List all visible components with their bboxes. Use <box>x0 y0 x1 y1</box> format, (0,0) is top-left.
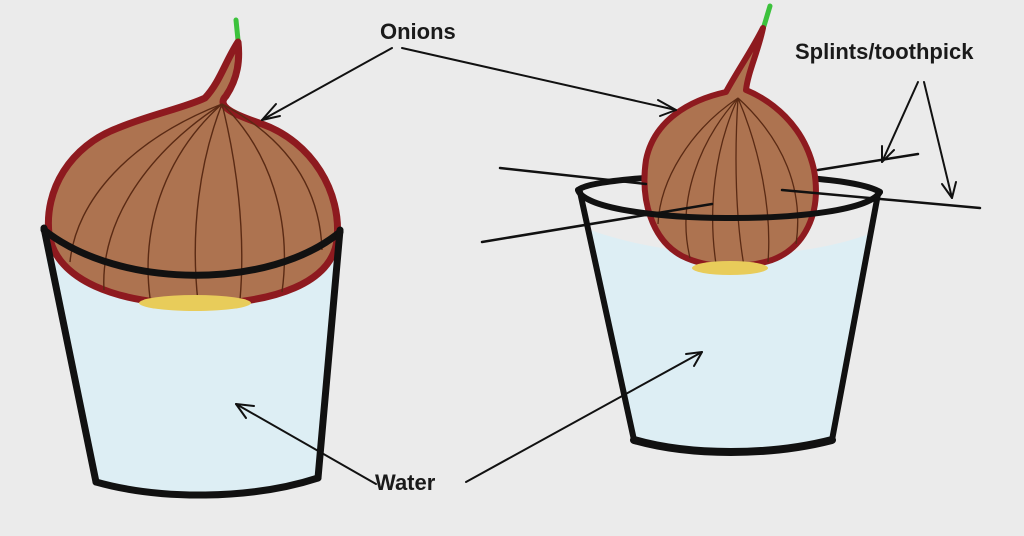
arrow-onions-left <box>261 47 393 121</box>
arrow-splints-2 <box>923 81 953 199</box>
left-onion-roots <box>139 295 251 311</box>
arrow-splints-1 <box>881 81 919 163</box>
splint-right <box>780 188 982 210</box>
right-onion-veins <box>657 97 799 267</box>
right-cup-left-wall <box>577 189 637 443</box>
right-water <box>590 230 874 449</box>
annotation-arrows <box>235 47 957 485</box>
splint-lower-left <box>480 202 714 244</box>
left-cup-rim <box>40 226 344 279</box>
right-cup <box>575 187 883 456</box>
water-label: Water <box>375 470 436 495</box>
arrow-onions-right <box>401 47 677 111</box>
arrow-water-left <box>235 403 377 485</box>
left-cup <box>40 224 344 499</box>
right-onion-roots <box>692 261 768 275</box>
splint-upper-left <box>498 166 648 186</box>
splints <box>480 152 982 244</box>
splints-label: Splints/toothpick <box>795 39 974 64</box>
left-water <box>46 258 340 494</box>
right-onion <box>641 3 819 275</box>
left-setup <box>40 17 344 499</box>
left-onion <box>44 17 342 311</box>
onions-label: Onions <box>380 19 456 44</box>
splint-upper-right <box>816 152 920 172</box>
right-setup <box>480 3 982 456</box>
left-cup-bottom <box>92 474 322 499</box>
left-onion-body <box>44 38 342 308</box>
arrow-water-right <box>465 351 703 483</box>
right-cup-right-wall <box>829 191 881 443</box>
left-onion-sprout <box>233 17 241 43</box>
right-cup-rim-front <box>575 187 883 222</box>
right-onion-body <box>641 25 819 270</box>
left-cup-right-wall <box>314 226 344 482</box>
right-cup-bottom <box>630 436 836 456</box>
left-cup-left-wall <box>40 224 100 486</box>
right-onion-sprout <box>761 3 773 29</box>
